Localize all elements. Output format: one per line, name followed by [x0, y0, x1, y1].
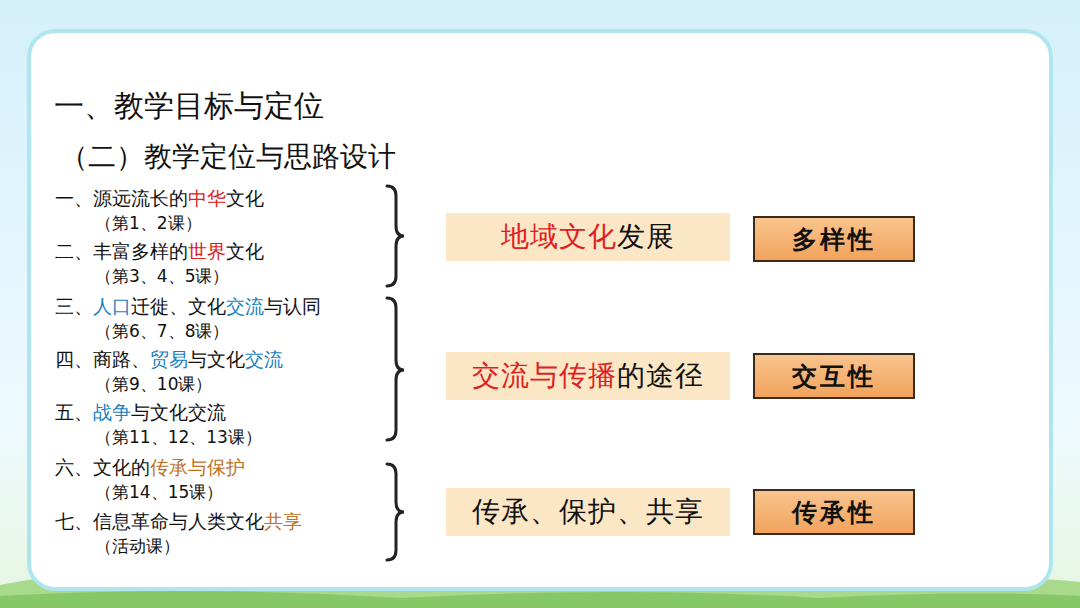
subtitle: （二）教学定位与思路设计 — [60, 138, 396, 176]
card — [29, 31, 1051, 589]
unit-item: 二、丰富多样的世界文化 — [55, 239, 264, 265]
lesson-range: （第9、10课） — [95, 373, 212, 396]
lesson-range: （第11、12、13课） — [95, 426, 262, 449]
box-text: 传承、保护、共享 — [472, 493, 704, 531]
property-box: 传承性 — [753, 489, 915, 535]
grass-front — [0, 591, 1080, 608]
unit-item: 五、战争与文化交流 — [55, 400, 226, 426]
theme-band: 地域文化发展 — [446, 213, 730, 261]
unit-item: 四、商路、贸易与文化交流 — [55, 347, 283, 373]
box-text: 地域文化发展 — [501, 218, 675, 256]
unit-item: 三、人口迁徙、文化交流与认同 — [55, 294, 321, 320]
property-box: 交互性 — [753, 353, 915, 399]
curly-brace — [387, 186, 404, 560]
lesson-range: （活动课） — [95, 535, 180, 558]
lesson-range: （第3、4、5课） — [95, 265, 229, 288]
box-text: 多样性 — [792, 223, 876, 256]
box-text: 交流与传播的途径 — [472, 357, 704, 395]
theme-band: 传承、保护、共享 — [446, 488, 730, 536]
box-text: 传承性 — [792, 496, 876, 529]
slide-title: 一、教学目标与定位 — [54, 86, 324, 127]
unit-item: 一、源远流长的中华文化 — [55, 186, 264, 212]
lesson-range: （第14、15课） — [95, 481, 223, 504]
lesson-range: （第1、2课） — [95, 212, 202, 235]
box-text: 交互性 — [792, 360, 876, 393]
theme-band: 交流与传播的途径 — [446, 352, 730, 400]
property-box: 多样性 — [753, 216, 915, 262]
lesson-range: （第6、7、8课） — [95, 320, 229, 343]
unit-item: 六、文化的传承与保护 — [55, 455, 245, 481]
unit-item: 七、信息革命与人类文化共享 — [55, 509, 302, 535]
